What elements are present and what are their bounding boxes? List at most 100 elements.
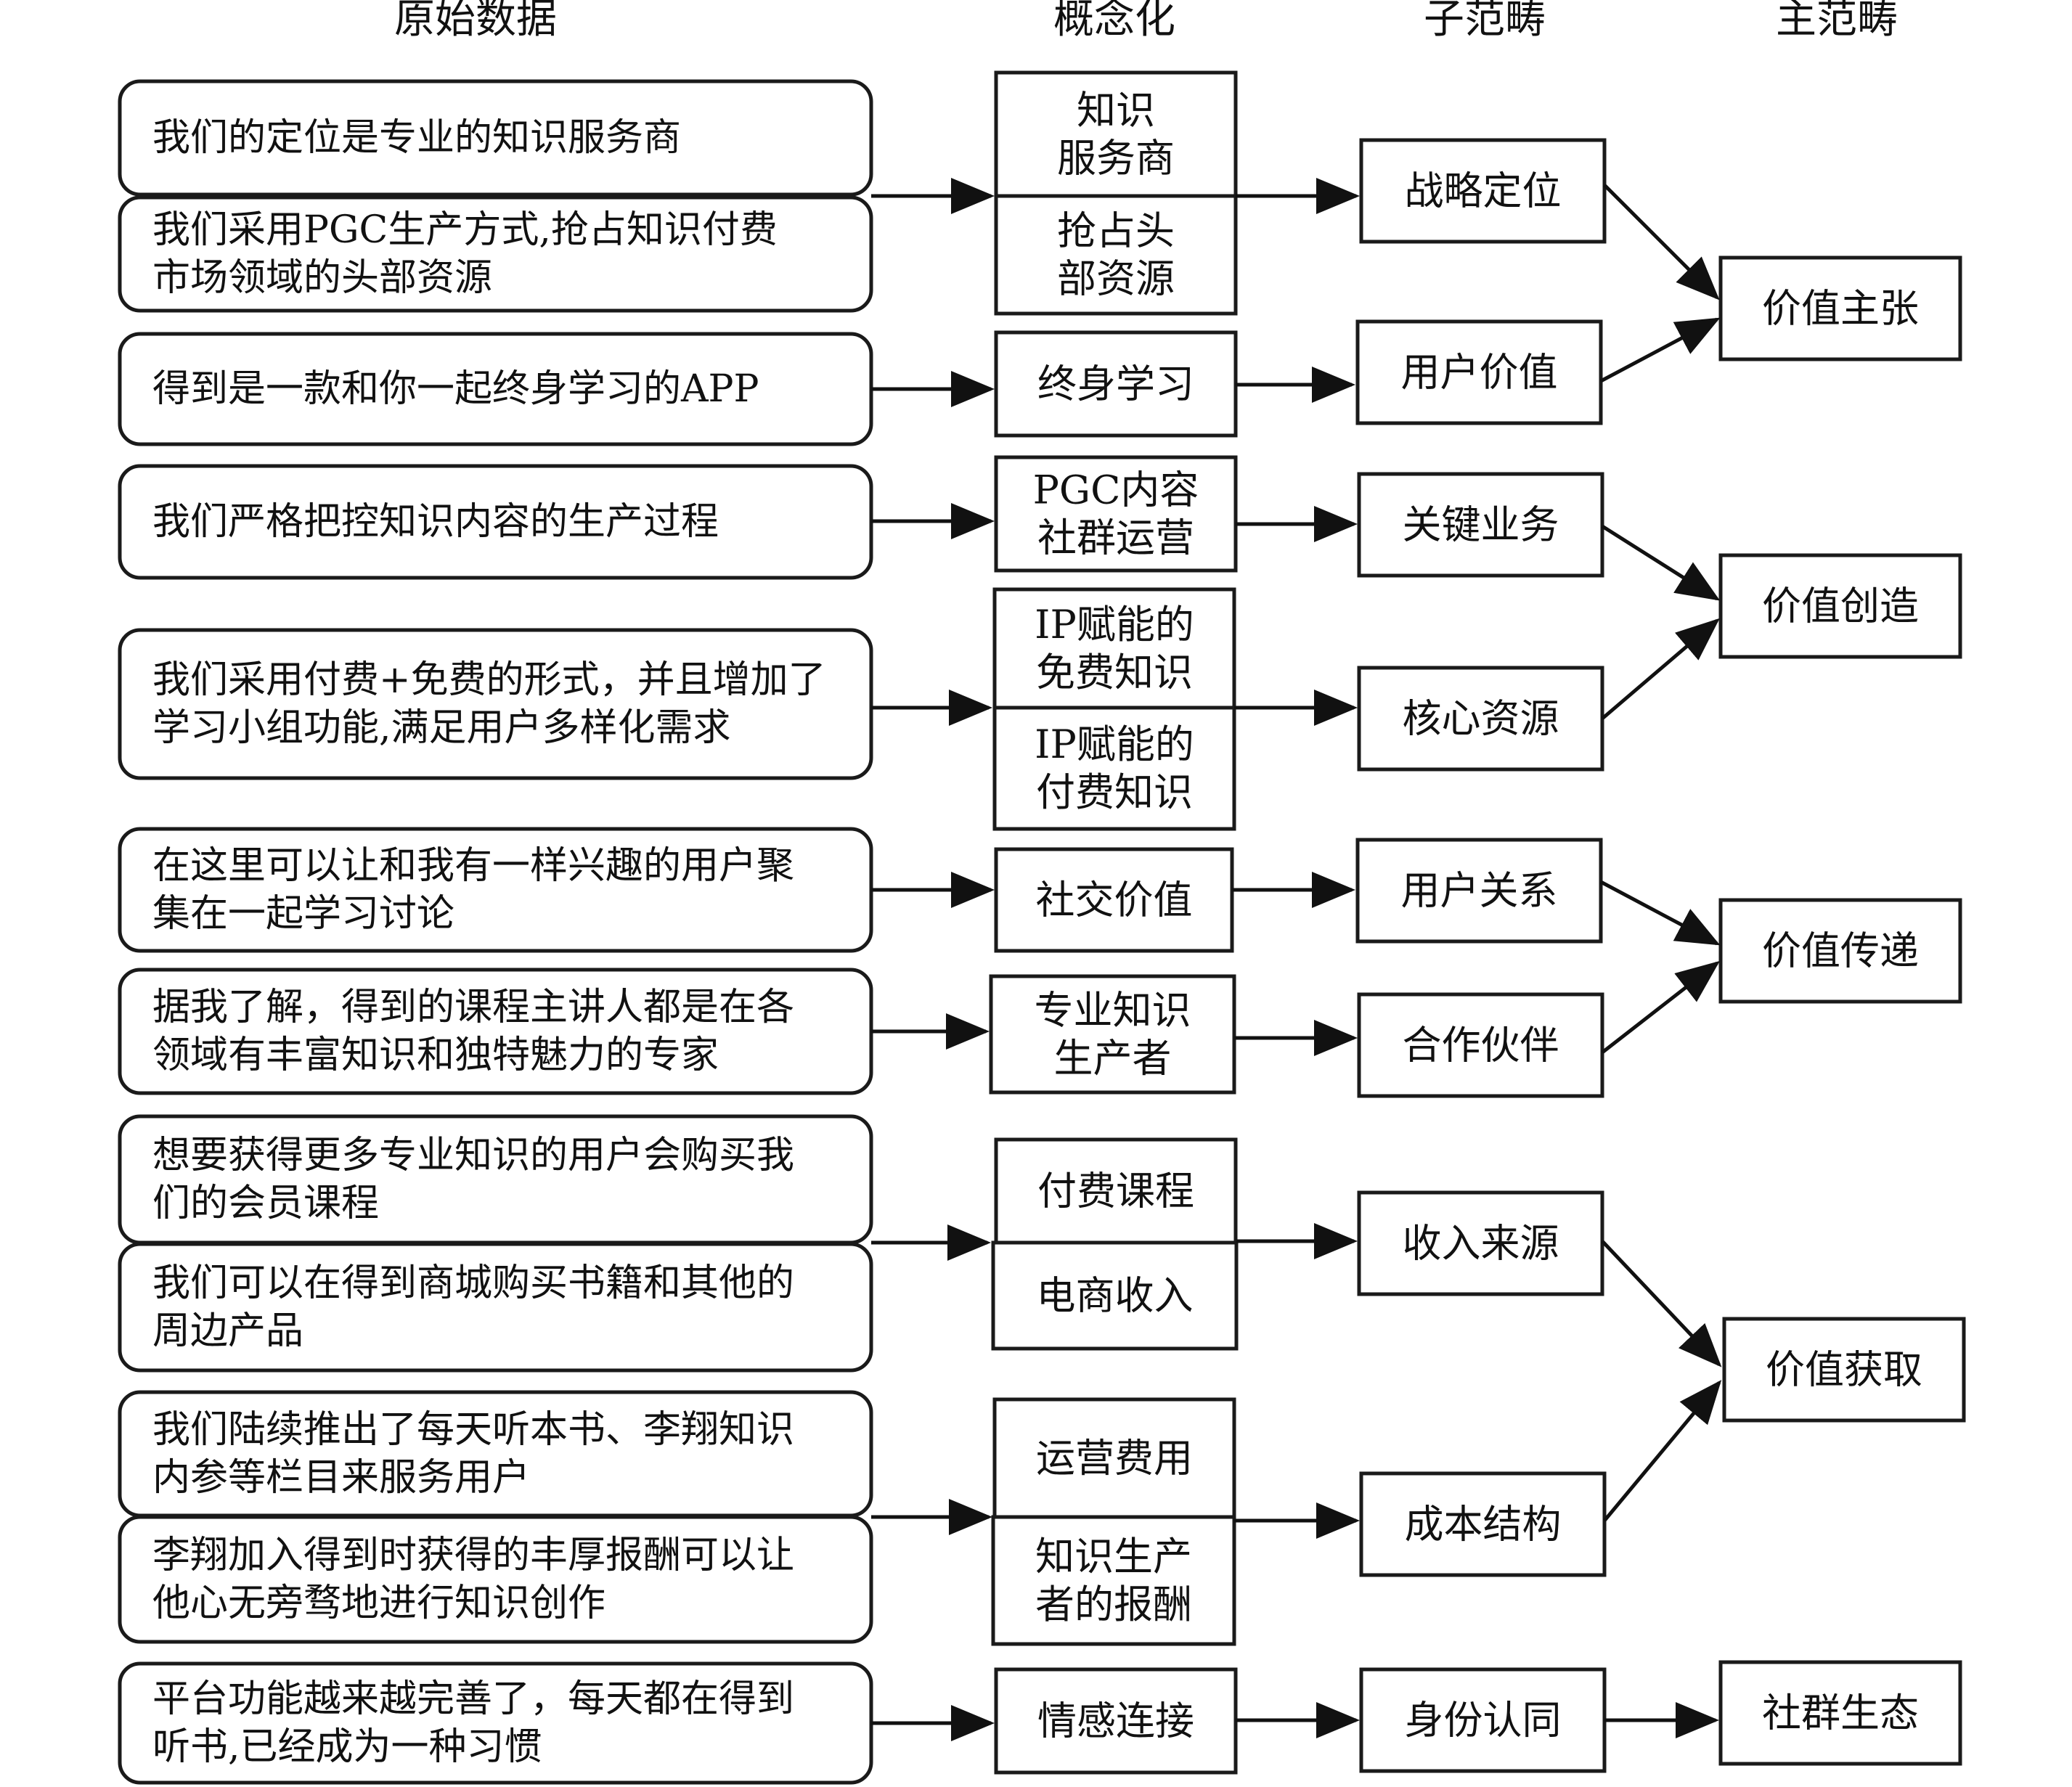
- subcategory-item: 战略定位: [1359, 138, 1607, 244]
- raw-data-box: [118, 1515, 873, 1644]
- raw-data-column: 我们的定位是专业的知识服务商我们采用PGC生产方式,抢占知识付费市场领域的头部资…: [118, 79, 873, 1785]
- flow-arrow: [1601, 618, 1720, 720]
- flow-arrow: [1599, 880, 1721, 946]
- main-category-item: 价值传递: [1718, 898, 1962, 1004]
- concept-label: 者的报酬: [1035, 1582, 1192, 1627]
- concept-box: [992, 587, 1236, 710]
- concept-label: 免费知识: [1036, 650, 1193, 695]
- subcategory-item: 核心资源: [1357, 666, 1604, 772]
- concept-cell: 情感连接: [994, 1667, 1238, 1775]
- raw-data-text: 我们可以在得到商城购买书籍和其他的: [152, 1261, 794, 1305]
- concept-box: [994, 194, 1238, 316]
- concept-label: 知识: [1077, 88, 1155, 134]
- subcategory-label: 合作伙伴: [1403, 1023, 1559, 1068]
- raw-data-box: [118, 79, 873, 197]
- concept-label: 服务商: [1057, 136, 1175, 181]
- subcategory-item: 合作伙伴: [1357, 992, 1604, 1098]
- header-subcategory: 子范畴: [1424, 0, 1546, 43]
- main-category-box: [1718, 255, 1962, 361]
- raw-data-text: 得到是一款和你一起终身学习的APP: [152, 367, 759, 411]
- concept-cell: 终身学习: [994, 330, 1238, 438]
- flow-arrow: [1603, 1380, 1722, 1522]
- subcategory-box: [1355, 319, 1603, 425]
- concept-label: 专业知识: [1035, 988, 1191, 1034]
- concept-label: 生产者: [1054, 1036, 1172, 1081]
- subcategory-label: 身份认同: [1405, 1698, 1562, 1743]
- subcategory-box: [1359, 138, 1607, 244]
- main-category-box: [1718, 553, 1962, 659]
- raw-data-text: 我们的定位是专业的知识服务商: [152, 116, 681, 160]
- concept-cell: 知识服务商: [994, 70, 1238, 198]
- main-category-box: [1722, 1317, 1966, 1423]
- raw-data-text: 周边产品: [152, 1309, 303, 1353]
- main-category-item: 价值创造: [1718, 553, 1962, 659]
- subcategory-item: 关键业务: [1357, 472, 1604, 578]
- subcategory-box: [1357, 666, 1604, 772]
- concept-box: [991, 1515, 1236, 1646]
- concept-column: 知识服务商抢占头部资源终身学习PGC内容社群运营IP赋能的免费知识IP赋能的付费…: [989, 70, 1239, 1775]
- raw-data-box: [118, 628, 873, 780]
- raw-data-text: 据我了解，得到的课程主讲人都是在各: [152, 986, 794, 1029]
- main-category-item: 价值获取: [1722, 1317, 1966, 1423]
- main-category-label: 价值传递: [1762, 928, 1919, 974]
- concept-box: [992, 706, 1236, 831]
- concept-box: [994, 330, 1238, 438]
- concept-label: 部资源: [1057, 256, 1175, 302]
- raw-data-box: [118, 1242, 873, 1373]
- concept-cell: 电商收入: [991, 1240, 1239, 1351]
- subcategory-item: 成本结构: [1359, 1471, 1607, 1577]
- subcategory-box: [1355, 838, 1603, 944]
- subcategory-box: [1357, 992, 1604, 1098]
- raw-data-text: 在这里可以让和我有一样兴趣的用户聚: [152, 844, 794, 888]
- main-category-item: 价值主张: [1718, 255, 1962, 361]
- flow-arrow: [1601, 1240, 1722, 1367]
- raw-data-text: 们的会员课程: [152, 1182, 379, 1225]
- raw-data-text: 学习小组功能,满足用户多样化需求: [152, 706, 731, 750]
- raw-data-box: [118, 195, 873, 313]
- concept-cell: 运营费用: [992, 1397, 1236, 1519]
- concept-label: 情感连接: [1037, 1698, 1194, 1744]
- concept-box: [994, 1137, 1238, 1245]
- raw-data-text: 集在一起学习讨论: [152, 892, 454, 936]
- raw-data-item: 得到是一款和你一起终身学习的APP: [118, 332, 873, 446]
- subcategory-box: [1357, 472, 1604, 578]
- concept-box: [994, 1667, 1238, 1775]
- concept-box: [989, 974, 1236, 1095]
- raw-data-text: 市场领域的头部资源: [152, 256, 492, 300]
- main-category-box: [1718, 898, 1962, 1004]
- raw-data-text: 我们严格把控知识内容的生产过程: [152, 500, 719, 544]
- subcategory-label: 关键业务: [1403, 502, 1559, 548]
- subcategory-label: 收入来源: [1403, 1221, 1559, 1267]
- subcategory-label: 成本结构: [1405, 1502, 1562, 1547]
- concept-label: 电商收入: [1037, 1273, 1194, 1319]
- header-main-category: 主范畴: [1776, 0, 1898, 43]
- concept-box: [992, 1397, 1236, 1519]
- concept-label: 社群运营: [1037, 515, 1194, 561]
- subcategory-item: 用户关系: [1355, 838, 1603, 944]
- concept-label: 知识生产: [1035, 1534, 1192, 1579]
- concept-label: 运营费用: [1036, 1436, 1193, 1481]
- raw-data-text: 内参等栏目来服务用户: [152, 1456, 530, 1500]
- flow-arrow: [1601, 960, 1720, 1054]
- subcategory-item: 收入来源: [1357, 1190, 1604, 1296]
- raw-data-text: 平台功能越来越完善了，每天都在得到: [152, 1677, 794, 1721]
- flow-arrows: [871, 178, 1722, 1741]
- main-category-label: 社群生态: [1762, 1690, 1919, 1736]
- header-raw-data: 原始数据: [394, 0, 557, 43]
- flow-arrow: [1601, 524, 1721, 601]
- concept-label: IP赋能的: [1035, 721, 1194, 767]
- subcategory-label: 战略定位: [1405, 168, 1562, 214]
